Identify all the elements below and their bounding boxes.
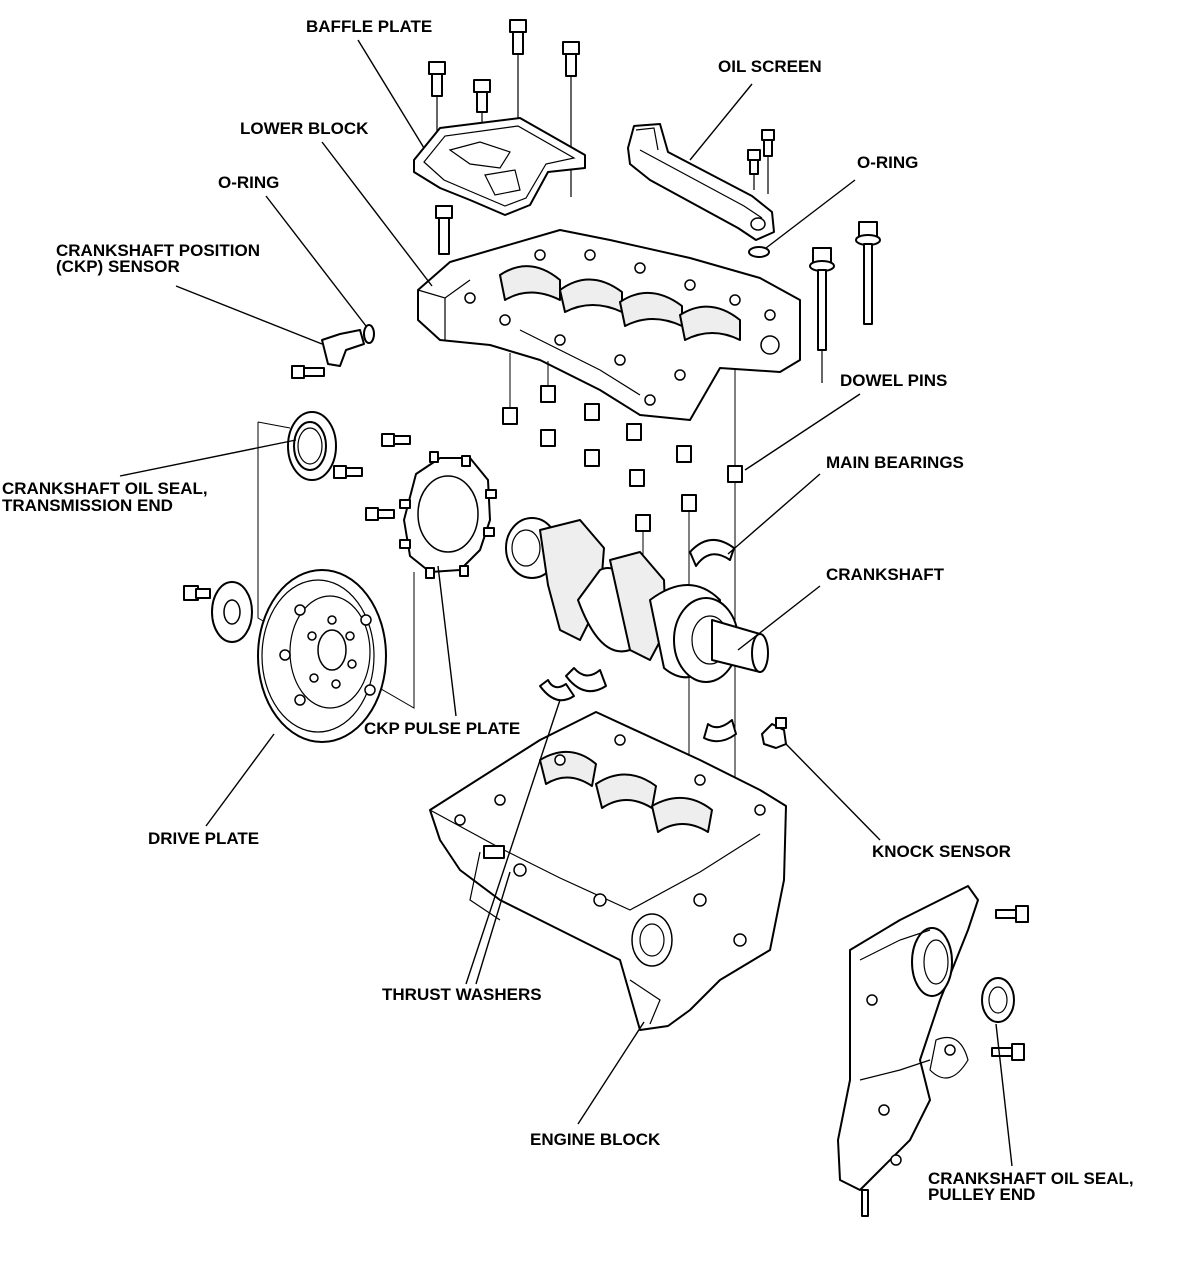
label-oil-seal-trans-line1: CRANKSHAFT OIL SEAL, — [2, 479, 208, 498]
label-oil-screen: OIL SCREEN — [718, 57, 822, 76]
o-ring-left — [363, 324, 375, 344]
label-thrust-washers: THRUST WASHERS — [382, 985, 542, 1004]
lower-block — [417, 229, 801, 421]
timing-chain-cover — [837, 885, 979, 1217]
label-engine-block: ENGINE BLOCK — [530, 1130, 661, 1149]
label-oil-seal-pulley-line1: CRANKSHAFT OIL SEAL, — [928, 1169, 1134, 1188]
label-knock-sensor: KNOCK SENSOR — [872, 842, 1011, 861]
main-bearings — [539, 539, 737, 743]
label-ckp-pulse-plate: CKP PULSE PLATE — [364, 719, 520, 738]
crankshaft-oil-seal-transmission-end — [287, 411, 337, 481]
labels: BAFFLE PLATE OIL SCREEN LOWER BLOCK O-RI… — [2, 17, 1134, 1204]
drive-plate-bolt — [183, 585, 211, 601]
o-ring-right — [748, 246, 770, 258]
ckp-pulse-plate — [399, 451, 497, 579]
label-lower-block: LOWER BLOCK — [240, 119, 369, 138]
label-main-bearings: MAIN BEARINGS — [826, 453, 964, 472]
ckp-sensor — [291, 329, 365, 379]
knock-sensor — [761, 717, 787, 749]
oil-screen — [627, 123, 775, 241]
label-ckp-sensor-line1: CRANKSHAFT POSITION — [56, 241, 260, 260]
label-oil-seal-pulley-line2: PULLEY END — [928, 1185, 1035, 1204]
label-crankshaft: CRANKSHAFT — [826, 565, 945, 584]
label-oil-seal-trans-line2: TRANSMISSION END — [2, 496, 173, 515]
crankshaft-oil-seal-pulley-end — [981, 977, 1015, 1023]
label-o-ring-left: O-RING — [218, 173, 279, 192]
timing-cover-bolts — [991, 905, 1029, 1061]
lower-block-long-bolts — [809, 221, 881, 383]
drive-plate — [257, 569, 387, 743]
engine-block — [429, 711, 787, 1031]
label-baffle-plate: BAFFLE PLATE — [306, 17, 432, 36]
baffle-plate — [413, 117, 586, 216]
label-o-ring-right: O-RING — [857, 153, 918, 172]
crankshaft — [505, 517, 769, 683]
label-ckp-sensor-line2: (CKP) SENSOR — [56, 257, 180, 276]
drive-plate-washer — [211, 581, 253, 643]
leader-lines — [119, 39, 1013, 1167]
label-dowel-pins: DOWEL PINS — [840, 371, 947, 390]
ckp-pulse-plate-bolts — [333, 433, 411, 521]
label-drive-plate: DRIVE PLATE — [148, 829, 259, 848]
